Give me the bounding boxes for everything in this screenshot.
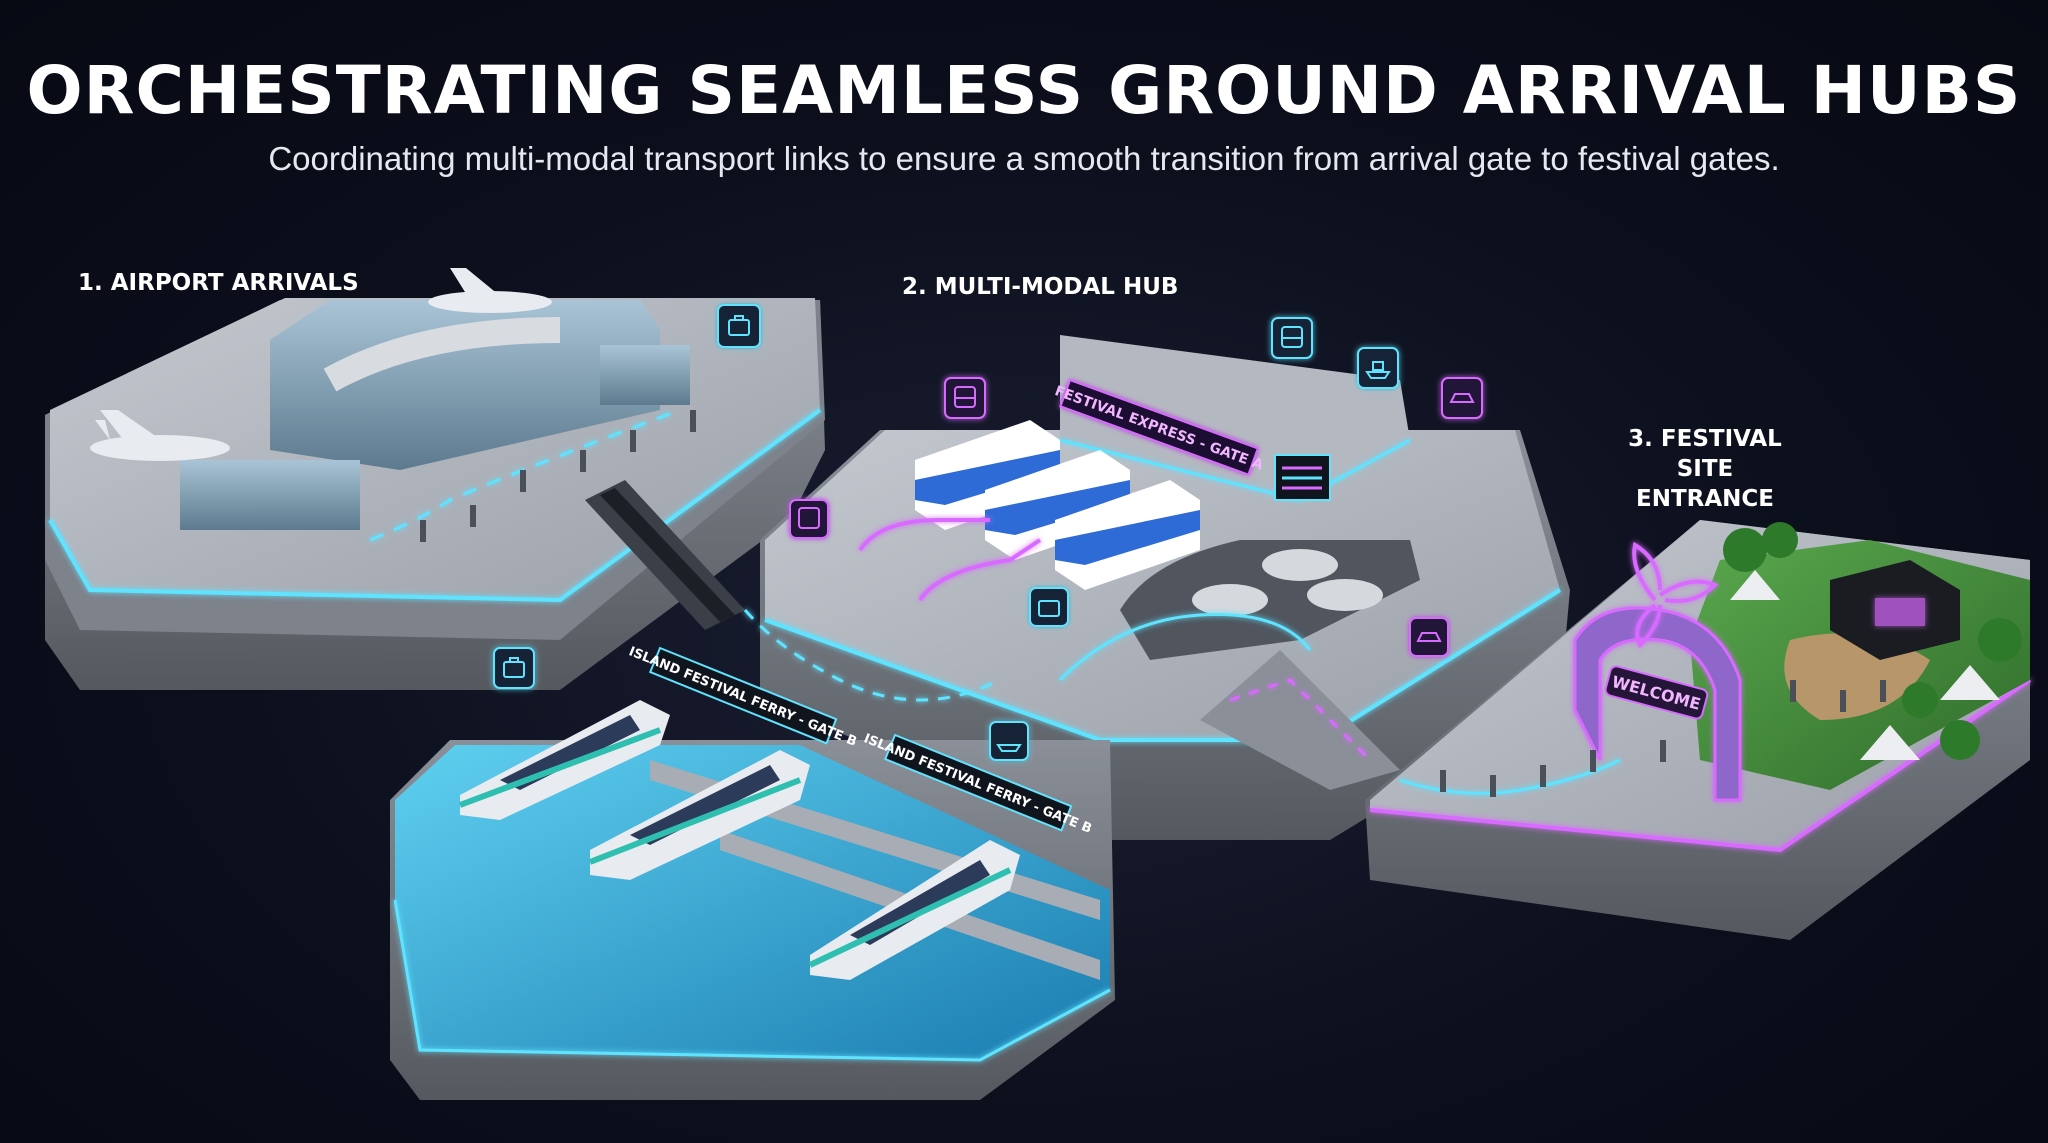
festival-tent-2 (1940, 665, 2000, 700)
car-icon (1409, 617, 1449, 657)
hub-platform (760, 335, 1570, 840)
stage-label-airport: 1. AIRPORT ARRIVALS (78, 270, 359, 296)
bus-icon (789, 499, 829, 539)
luggage-icon (1029, 587, 1069, 627)
bus-icon (1271, 317, 1313, 359)
bus-lane-arrow-1 (858, 518, 990, 552)
airport-edge-glow (48, 408, 822, 603)
bus-lane-arrow-2 (918, 538, 1042, 602)
stage-label-festival-line1: 3. FESTIVAL SITE (1628, 426, 1782, 482)
airport-walk-path (369, 408, 681, 542)
terminal-wing-right (600, 345, 690, 405)
luggage-icon (717, 304, 761, 348)
ferry-water (395, 745, 1110, 1060)
luggage-icon (493, 647, 535, 689)
departure-board (1274, 454, 1331, 501)
festival-trees (1723, 522, 2022, 760)
ferry-icon (989, 721, 1029, 761)
terminal-wing-left (180, 460, 360, 530)
ferry-3 (808, 840, 1020, 980)
neon-flower-icon (1632, 541, 1719, 649)
festival-tent-3 (1860, 725, 1920, 760)
car-2 (1262, 549, 1338, 581)
festival-ramp (1200, 650, 1400, 790)
airplane-top (428, 268, 552, 313)
festival-platform: WELCOME (1365, 520, 2032, 940)
stage-label-hub: 2. MULTI-MODAL HUB (902, 274, 1179, 300)
festival-tent-1 (1730, 570, 1780, 600)
page-subtitle: Coordinating multi-modal transport links… (268, 140, 1780, 177)
hub-edge-glow (764, 588, 1562, 742)
car-pickup-path (1058, 612, 1312, 682)
parking-road (1120, 540, 1420, 660)
ferry-1 (458, 700, 670, 820)
airport-people (420, 410, 696, 542)
ferry-terminal: ISLAND FESTIVAL FERRY - GATE B ISLAND FE… (390, 609, 1115, 1100)
car-3 (1307, 579, 1383, 611)
stage-label-festival-line2: ENTRANCE (1636, 486, 1774, 512)
airport-platform (45, 268, 825, 690)
airplane-left (90, 410, 230, 461)
escalator (585, 480, 745, 630)
stage-label-festival: 3. FESTIVAL SITE ENTRANCE (1600, 424, 1810, 514)
ferry-2 (588, 750, 810, 880)
terminal-building (270, 300, 660, 470)
car-icon (1441, 377, 1483, 419)
ferry-icon (1357, 347, 1399, 389)
bus-3 (1055, 480, 1200, 590)
bus-icon (944, 377, 986, 419)
car-1 (1192, 584, 1268, 616)
page-title: ORCHESTRATING SEAMLESS GROUND ARRIVAL HU… (26, 52, 2022, 129)
terminal-curved-roof (323, 317, 561, 392)
festival-people (1440, 680, 1886, 797)
